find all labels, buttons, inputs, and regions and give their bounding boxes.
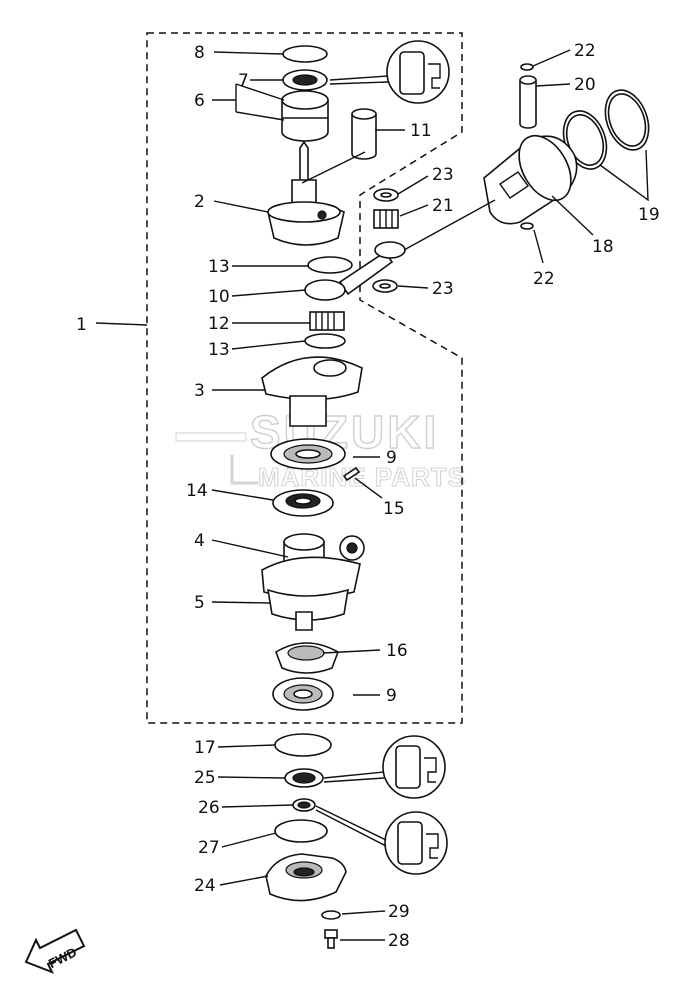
callout-3: 3 — [194, 381, 205, 401]
callout-4: 4 — [194, 531, 205, 551]
washer-13-upper — [307, 256, 353, 274]
pin-15 — [342, 466, 361, 482]
washer-23-upper — [373, 188, 399, 202]
callout-15: 15 — [383, 499, 405, 519]
connecting-rod-10 — [304, 241, 406, 301]
bushing-6 — [281, 90, 329, 142]
callout-8: 8 — [194, 43, 205, 63]
callout-9-upper: 9 — [386, 448, 397, 468]
needle-bearing-12 — [309, 311, 345, 331]
crank-web-3 — [261, 356, 363, 427]
callout-16: 16 — [386, 641, 408, 661]
ball-bearing-9-upper — [270, 438, 346, 470]
detail-bubble-top — [329, 40, 450, 104]
o-ring-8 — [282, 45, 328, 63]
oil-seal-14 — [272, 489, 334, 517]
callout-1: 1 — [76, 315, 87, 335]
callout-27: 27 — [198, 838, 220, 858]
callout-14: 14 — [186, 481, 208, 501]
callout-9-lower: 9 — [386, 686, 397, 706]
piston-18 — [483, 134, 578, 225]
detail-bubble-bottom — [315, 805, 448, 875]
crankshaft-assembly-boundary — [146, 32, 463, 724]
callout-23-upper: 23 — [432, 165, 454, 185]
callout-21: 21 — [432, 196, 454, 216]
washer-29 — [321, 910, 341, 920]
washer-13-lower — [304, 333, 346, 349]
callout-28: 28 — [388, 931, 410, 951]
callout-19: 19 — [638, 205, 660, 225]
callout-6: 6 — [194, 91, 205, 111]
detail-bubble-middle — [323, 735, 446, 799]
o-ring-27 — [274, 819, 328, 843]
callout-2: 2 — [194, 192, 205, 212]
retainer-16 — [275, 642, 339, 674]
callout-26: 26 — [198, 798, 220, 818]
circlip-22-lower — [520, 222, 534, 230]
piston-pin-20 — [519, 75, 537, 129]
callout-17: 17 — [194, 738, 216, 758]
leader-lines — [95, 49, 649, 941]
bolt-28 — [324, 929, 338, 949]
callout-11: 11 — [410, 121, 432, 141]
callout-18: 18 — [592, 237, 614, 257]
callout-20: 20 — [574, 75, 596, 95]
crank-lower-4-5 — [261, 533, 365, 631]
circlip-22-upper — [520, 63, 534, 71]
callout-5: 5 — [194, 593, 205, 613]
needle-bearing-21 — [373, 209, 399, 229]
piston-rings-19 — [562, 89, 650, 170]
housing-24 — [265, 853, 347, 902]
callout-13-upper: 13 — [208, 257, 230, 277]
ball-bearing-9-lower — [272, 677, 334, 711]
washer-23-lower — [372, 279, 398, 293]
callout-25: 25 — [194, 768, 216, 788]
callout-22-lower: 22 — [533, 269, 555, 289]
callout-13-lower: 13 — [208, 340, 230, 360]
oil-seal-26 — [292, 798, 316, 812]
o-ring-17 — [274, 733, 332, 757]
callout-12: 12 — [208, 314, 230, 334]
callout-22-upper: 22 — [574, 41, 596, 61]
oil-seal-7 — [282, 69, 328, 91]
callout-7: 7 — [238, 71, 249, 91]
callout-10: 10 — [208, 287, 230, 307]
callout-29: 29 — [388, 902, 410, 922]
callout-23-lower: 23 — [432, 279, 454, 299]
oil-seal-25 — [284, 768, 324, 788]
callout-labels: 1 2 3 4 5 6 7 8 9 9 10 11 12 13 13 14 15… — [76, 41, 660, 951]
forward-direction-arrow: FWD — [24, 928, 86, 974]
pin-11 — [351, 108, 377, 160]
crank-upper-2 — [267, 140, 345, 246]
callout-24: 24 — [194, 876, 216, 896]
